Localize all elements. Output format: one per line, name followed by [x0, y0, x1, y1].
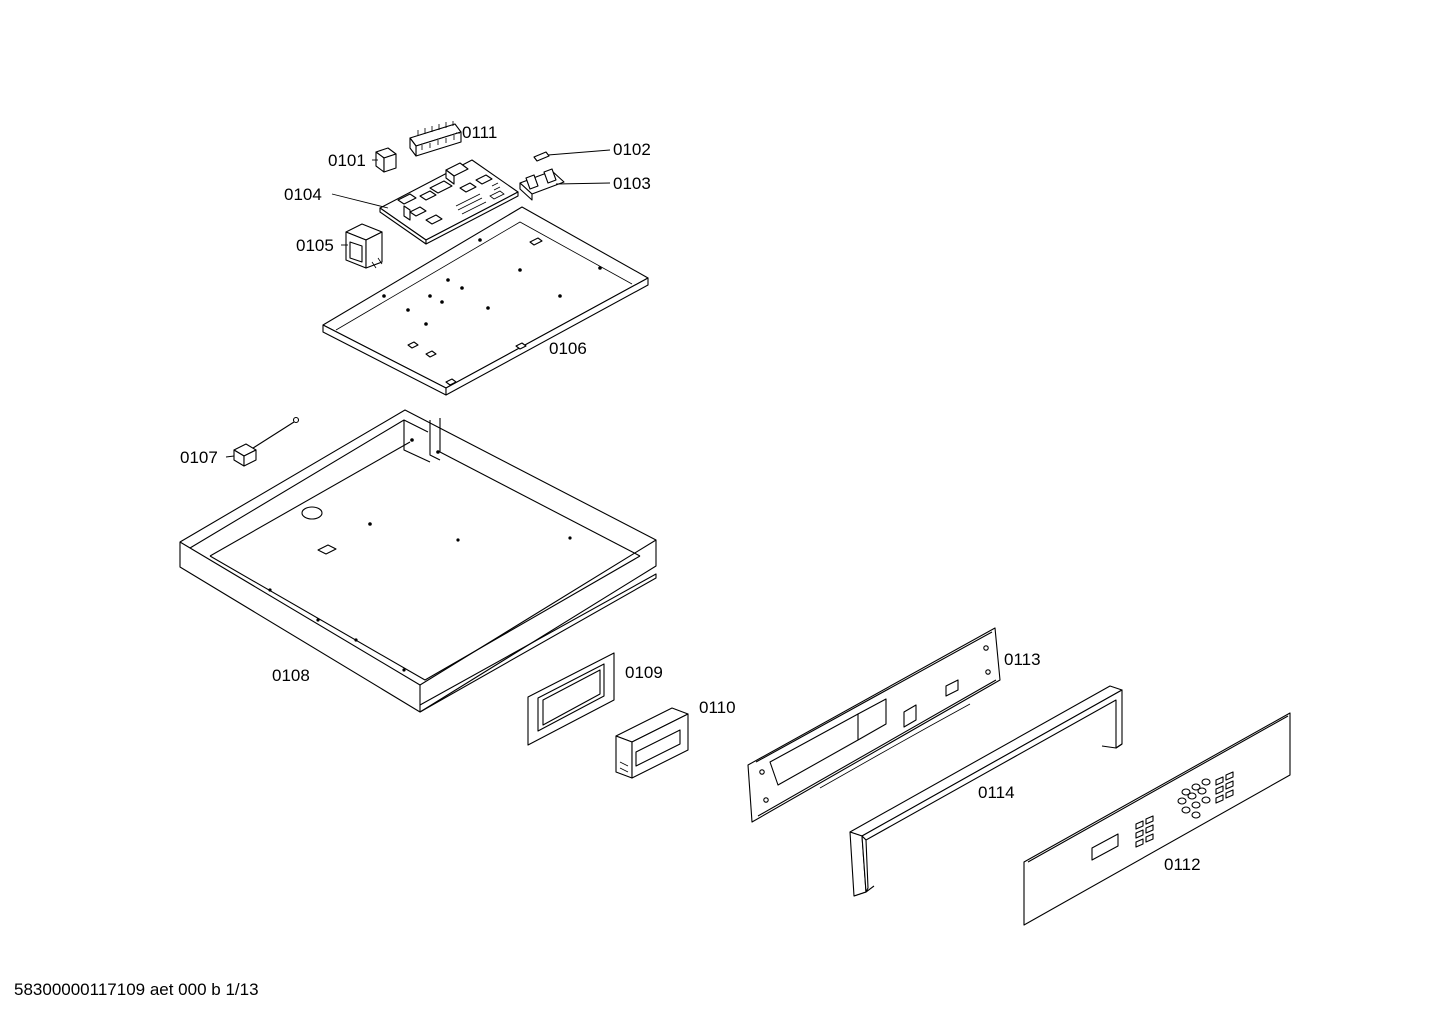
label-0112: 0112 [1164, 855, 1201, 874]
part-0109-gasket-frame [527, 652, 615, 746]
drawing-reference-footer: 58300000117109 aet 000 b 1/13 [14, 980, 259, 999]
part-0105-transformer [345, 223, 383, 269]
part-0110-display-module [615, 707, 689, 779]
part-0111-terminal-block [409, 121, 462, 157]
label-0101: 0101 [328, 151, 366, 170]
part-0108-housing-tray [179, 409, 657, 713]
part-0106-cover-plate [322, 206, 649, 396]
part-0104-control-board [379, 159, 519, 245]
label-0104: 0104 [284, 185, 322, 204]
part-0102-fuse [533, 151, 550, 162]
label-0114: 0114 [978, 783, 1015, 802]
label-0106: 0106 [549, 339, 587, 358]
leader-lines [225, 132, 611, 458]
label-0111: 0111 [462, 123, 497, 142]
part-0112-control-panel [1023, 712, 1291, 926]
label-0113: 0113 [1004, 650, 1041, 669]
label-0107: 0107 [180, 448, 218, 467]
label-0108: 0108 [272, 666, 310, 685]
label-0103: 0103 [613, 174, 651, 193]
panel-buttons-right [1215, 771, 1234, 804]
label-0110: 0110 [699, 698, 736, 717]
label-0109: 0109 [625, 663, 663, 682]
part-0107-sensor [233, 416, 300, 467]
callout-labels: 0101 0111 0102 0103 0104 0105 0106 0107 … [180, 123, 1201, 874]
label-0102: 0102 [613, 140, 651, 159]
part-0101-relay [375, 147, 397, 173]
panel-buttons-left [1135, 815, 1154, 848]
panel-keypad [1177, 778, 1211, 819]
label-0105: 0105 [296, 236, 334, 255]
part-0103-fuse-holder [519, 168, 565, 201]
part-0113-front-bracket [747, 627, 1001, 823]
part-0114-trim-frame [849, 685, 1123, 897]
